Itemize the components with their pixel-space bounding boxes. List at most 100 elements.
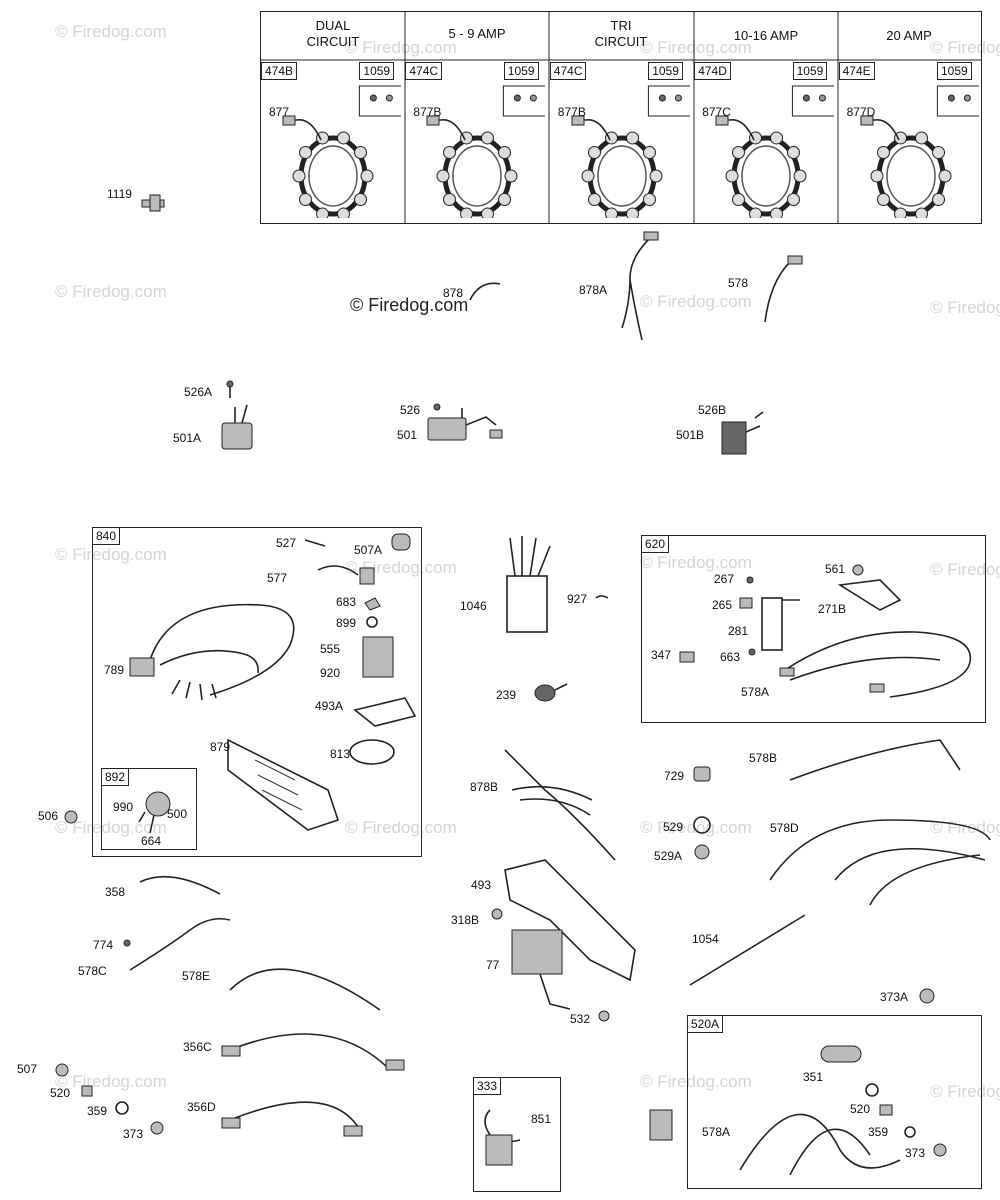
wire-878-illustration [469, 282, 501, 301]
label-506: 506 [38, 809, 59, 823]
label-526: 526 [400, 403, 421, 417]
group-tag-892: 892 [101, 768, 130, 786]
label-520: 520 [50, 1086, 71, 1100]
stator-part-tag: 474B [261, 62, 298, 80]
label-359: 359 [87, 1104, 108, 1118]
watermark: © Firedog.com [55, 282, 167, 301]
label-899: 899 [336, 616, 357, 630]
label-879: 879 [210, 740, 231, 754]
screw-1119-illustration [141, 194, 165, 212]
label-577: 577 [267, 571, 288, 585]
stator-illustration [715, 85, 835, 218]
regulator-501-illustration [427, 403, 503, 441]
sensor-239-illustration [534, 683, 568, 702]
label-356D: 356D [187, 1100, 216, 1114]
hardware-tag: 1059 [937, 62, 972, 80]
label-578B: 578B [749, 751, 778, 765]
regulator-1046-illustration [506, 536, 609, 633]
label-1054: 1054 [692, 932, 719, 946]
label-578C: 578C [78, 964, 107, 978]
lead-878A-illustration [621, 231, 659, 341]
label-77: 77 [486, 958, 500, 972]
label-561: 561 [825, 562, 846, 576]
group-tag-620: 620 [641, 535, 670, 553]
header-line: CIRCUIT [594, 34, 648, 49]
label-813: 813 [330, 747, 351, 761]
watermark: © Firedog.com [55, 545, 167, 564]
wire-578-illustration [764, 255, 803, 323]
label-663: 663 [720, 650, 741, 664]
wire-358-illustration [139, 875, 221, 895]
label-351: 351 [803, 1070, 824, 1084]
label-359-group: 359 [868, 1125, 889, 1139]
stator-table [260, 11, 982, 224]
label-529: 529 [663, 820, 684, 834]
stator-illustration [860, 85, 979, 218]
group-box-620 [641, 535, 986, 723]
watermark: © Firedog.com [640, 292, 752, 311]
module-501A-illustration [221, 380, 253, 450]
harness-578E-illustration [229, 968, 381, 1011]
stator-part-tag: 474E [838, 62, 875, 80]
label-347: 347 [651, 648, 672, 662]
stator-illustration [282, 85, 401, 218]
stator-illustration [571, 85, 690, 218]
label-356C: 356C [183, 1040, 212, 1054]
label-271B: 271B [818, 602, 847, 616]
header-line: TRI [610, 18, 632, 33]
label-774: 774 [93, 938, 114, 952]
label-664: 664 [141, 834, 162, 848]
harness-578B-illustration [789, 739, 961, 781]
label-578D: 578D [770, 821, 799, 835]
cable-tie-1054-illustration [689, 914, 806, 986]
label-507A: 507A [354, 543, 383, 557]
harness-578C-illustration [123, 917, 231, 971]
label-493A: 493A [315, 699, 344, 713]
group-box-333 [473, 1077, 561, 1192]
watermark: © Firedog.com [930, 38, 1000, 57]
label-520-group: 520 [850, 1102, 871, 1116]
label-851: 851 [531, 1112, 552, 1126]
watermark: © Firedog.com [55, 818, 167, 837]
label-267: 267 [714, 572, 735, 586]
stator-header-10-16-amp: 10-16 AMP [733, 28, 799, 43]
label-578A-group: 578A [702, 1125, 731, 1139]
group-box-892 [101, 768, 197, 850]
watermark: © Firedog.com [345, 38, 457, 57]
label-507: 507 [17, 1062, 38, 1076]
label-529A: 529A [654, 849, 683, 863]
harness-878B-illustration [504, 749, 616, 861]
label-789: 789 [104, 663, 125, 677]
label-527: 527 [276, 536, 297, 550]
label-281: 281 [728, 624, 749, 638]
group-333-parts [484, 1109, 521, 1166]
label-526B: 526B [698, 403, 727, 417]
label-920: 920 [320, 666, 341, 680]
label-1119: 1119 [107, 187, 132, 201]
watermark: © Firedog.com [640, 553, 752, 572]
group-box-520A [687, 1015, 982, 1189]
watermark: © Firedog.com [640, 818, 752, 837]
group-620-parts [679, 564, 972, 698]
label-878A: 878A [579, 283, 608, 297]
stator-part-tag: 474C [549, 62, 587, 80]
label-501A: 501A [173, 431, 202, 445]
label-501B: 501B [676, 428, 705, 442]
stator-table-grid [261, 12, 981, 223]
group-tag-840: 840 [92, 527, 121, 545]
stator-header-5-9-amp: 5 - 9 AMP [448, 26, 506, 41]
label-729: 729 [664, 769, 685, 783]
group-tag-520A: 520A [687, 1015, 724, 1033]
hardware-tag: 1059 [503, 62, 539, 80]
group-box-840 [92, 527, 422, 857]
label-493: 493 [471, 878, 492, 892]
label-878: 878 [443, 286, 464, 300]
watermark: © Firedog.com [640, 1072, 752, 1091]
label-373A: 373A [880, 990, 909, 1004]
header-line: CIRCUIT [306, 34, 360, 49]
label-265: 265 [712, 598, 733, 612]
cable-356D-illustration [221, 1101, 363, 1137]
label-578: 578 [728, 276, 749, 290]
